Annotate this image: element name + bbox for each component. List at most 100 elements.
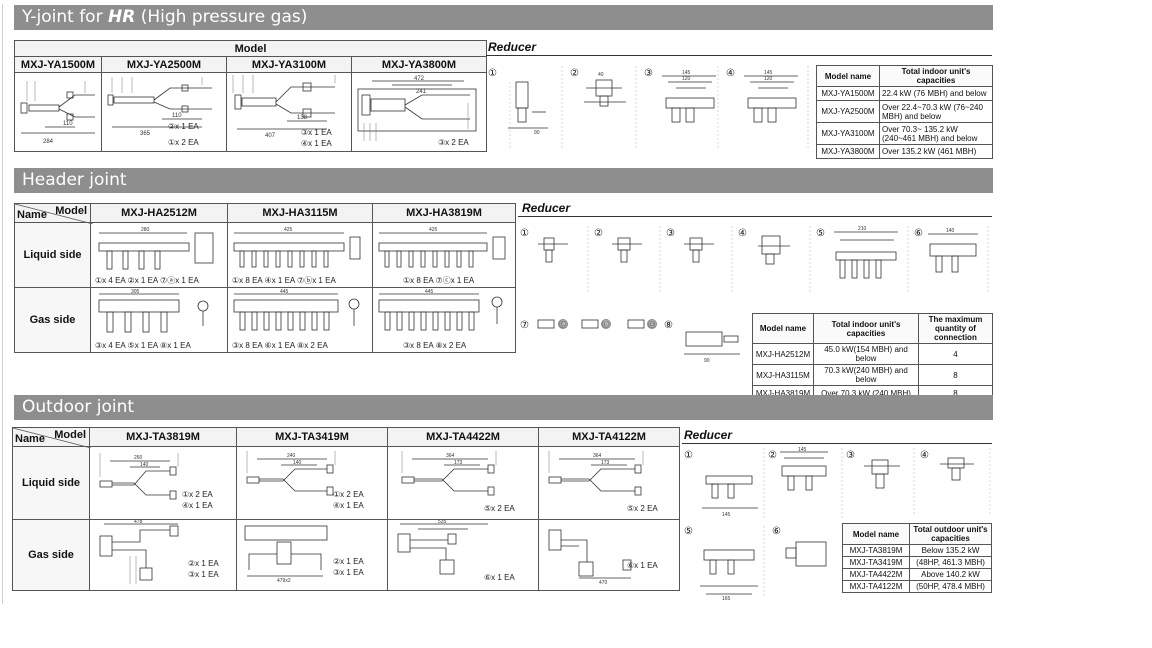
svg-text:138: 138 [297,115,308,121]
pipe-drawing: 445 ③x 8 EA ⑥x 1 EA ⑧x 2 EA [232,289,360,350]
cap-value: Above 140.2 kW [909,568,992,581]
reducer-num: ⑧ [664,320,673,331]
qty-label: ③x 8 EA ⑧x 2 EA [403,341,467,350]
qty-label: ③x 4 EA ⑤x 1 EA ⑧x 1 EA [95,341,191,350]
svg-text:364: 364 [593,453,602,459]
pipe-drawing: 445 ③x 8 EA ⑧x 2 EA [378,289,503,350]
sub-letter: ⓑ [603,320,610,328]
svg-text:90: 90 [534,130,540,136]
pipe-drawing: 280 ①x 4 EA ②x 1 EA ⑦ⓐx 1 EA [95,227,214,285]
cap-model: MXJ-HA2512M [752,343,814,365]
cap-value: Over 135.2 kW (461 MBH) [879,144,993,159]
sub-letter: ⓐ [560,320,567,328]
cap-value: (50HP, 478.4 MBH) [909,580,992,593]
qty-label: ⑥x 1 EA [627,561,658,570]
qty-label: ②x 1 EA [188,559,219,568]
outdoor-reducer-drawings-right: ③ ④ [846,448,991,516]
qty-label: ③x 8 EA ⑥x 1 EA ⑧x 2 EA [232,341,328,350]
svg-text:120: 120 [682,76,691,82]
qty-label: ⑤x 2 EA [484,504,515,513]
qty-label: ①x 2 EA [168,138,199,147]
pipe-drawing: 425 ①x 8 EA ④x 1 EA ⑦ⓑx 1 EA [232,227,361,285]
reducer-num: ② [594,228,603,239]
header-model-3: MXJ-HA3819M [372,203,516,223]
svg-text:165: 165 [722,596,731,602]
pipe-drawing: 535 ⑥x 1 EA [397,520,515,582]
reducer-num: ① [520,228,529,239]
outdoor-gas-3: 535 ⑥x 1 EA [387,519,539,591]
reducer-num: ④ [738,228,747,239]
svg-text:110: 110 [63,121,73,127]
row-header-gas: Gas side [14,287,91,353]
header-gas-2: 445 ③x 8 EA ⑥x 1 EA ⑧x 2 EA [227,287,373,353]
svg-text:445: 445 [425,289,434,295]
title-suffix: (High pressure gas) [135,7,308,27]
qty-label: ⑥x 1 EA [484,573,515,582]
svg-text:425: 425 [284,227,293,233]
pipe-drawing: 478 ②x 1 EA ③x 1 EA [99,520,219,584]
reducer-rule [682,443,992,444]
row-header-liquid: Liquid side [12,446,90,520]
reducer-num: ② [768,450,777,461]
svg-text:145: 145 [798,447,807,453]
cap-value: Below 135.2 kW [909,544,992,557]
svg-text:40: 40 [598,72,604,78]
yjoint-model-3: MXJ-YA3100M [226,56,352,73]
header-liquid-2: 425 ①x 8 EA ④x 1 EA ⑦ⓑx 1 EA [227,222,373,288]
header-model-2: MXJ-HA3115M [227,203,373,223]
reducer-title-yjoint: Reducer [488,40,537,54]
svg-text:145: 145 [764,70,773,76]
pipe-drawing: 425 ①x 8 EA ⑦ⓒx 1 EA [378,227,506,285]
svg-text:479x2: 479x2 [277,578,291,584]
cap-model: MXJ-TA4422M [842,568,910,581]
yjoint-table: Model MXJ-YA1500M MXJ-YA2500M MXJ-YA3100… [14,40,487,152]
name-model-corner: Model Name [12,427,91,448]
corner-model-label: Model [55,205,87,217]
svg-text:470: 470 [599,580,608,586]
svg-text:280: 280 [141,227,150,233]
pipe-drawing: 305 ③x 4 EA ⑤x 1 EA ⑧x 1 EA [95,289,209,350]
svg-text:535: 535 [438,520,447,525]
reducer-num: ③ [846,450,855,461]
cap-header-capacity: Total indoor unit's capacities [813,313,919,344]
sub-letter: ⓒ [649,320,656,328]
qty-label: ③x 1 EA [188,570,219,579]
model-header: Model [14,40,487,57]
svg-text:140: 140 [140,462,149,468]
cap-model: MXJ-YA2500M [816,100,880,123]
cap-value: 22.4 kW (76 MBH) and below [879,86,993,101]
qty-label: ③x 1 EA [333,568,364,577]
svg-text:305: 305 [131,289,140,295]
qty-label: ③x 1 EA [301,128,332,137]
reducer-num: ⑤ [816,228,825,239]
svg-text:145: 145 [682,70,691,76]
reducer-num: ⑥ [772,526,781,537]
cap-value: Over 70.3~ 135.2 kW (240~461 MBH) and be… [879,122,993,145]
outdoor-gas-2: 479x2 ②x 1 EA ③x 1 EA [236,519,388,591]
header-gas-1: 305 ③x 4 EA ⑤x 1 EA ⑧x 1 EA [90,287,228,353]
header-liquid-1: 280 ①x 4 EA ②x 1 EA ⑦ⓐx 1 EA [90,222,228,288]
svg-text:173: 173 [601,460,610,466]
svg-text:472: 472 [414,76,425,82]
reducer-num: ⑦ [520,320,529,331]
svg-text:240: 240 [287,453,296,459]
svg-text:241: 241 [416,89,427,95]
qty-label: ④x 1 EA [182,501,213,510]
cap-value: Over 22.4~70.3 kW (76~240 MBH) and below [879,100,993,123]
cap-model: MXJ-TA3819M [842,544,910,557]
cap-model: MXJ-TA4122M [842,580,910,593]
cap-header-model: Model name [752,313,814,344]
cap-header-capacity: Total indoor unit's capacities [879,65,993,87]
reducer-title-header: Reducer [522,201,571,215]
svg-text:140: 140 [293,460,302,466]
outdoor-model-1: MXJ-TA3819M [89,427,237,447]
